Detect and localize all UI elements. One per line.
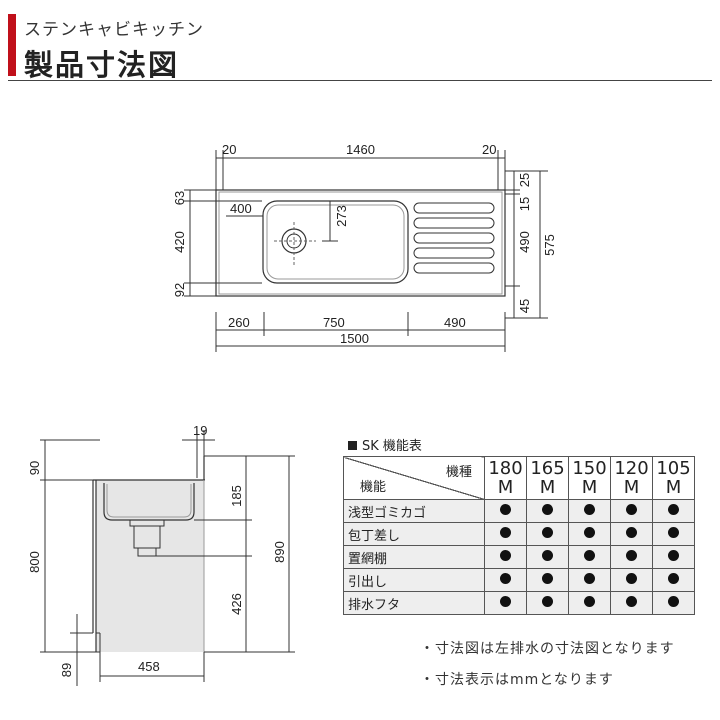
- page-title: 製品寸法図: [24, 48, 180, 82]
- available-dot-icon: [668, 503, 679, 515]
- dim-side-total-height: 890: [272, 541, 287, 563]
- available-dot-icon: [668, 526, 679, 538]
- table-row: 包丁差し: [343, 522, 695, 546]
- available-dot-icon: [626, 572, 637, 584]
- dim-side-left-height: 800: [27, 551, 42, 573]
- product-subtitle: ステンキャビキッチン: [24, 20, 204, 40]
- note-units: ・寸法表示はmmとなります: [420, 672, 614, 688]
- dim-bottom-total: 1500: [340, 331, 369, 346]
- spec-table-caption: SK 機能表: [348, 435, 422, 454]
- available-dot-icon: [500, 503, 511, 515]
- dim-side-left-top: 90: [27, 461, 42, 475]
- available-dot-icon: [626, 595, 637, 607]
- dim-bowl-width: 400: [230, 201, 252, 216]
- available-dot-icon: [584, 549, 595, 561]
- available-dot-icon: [668, 595, 679, 607]
- dim-top-center: 1460: [346, 142, 375, 157]
- dim-top-left: 20: [222, 142, 236, 157]
- available-dot-icon: [542, 572, 553, 584]
- available-dot-icon: [584, 503, 595, 515]
- note-drain-side: ・寸法図は左排水の寸法図となります: [420, 641, 675, 657]
- available-dot-icon: [500, 572, 511, 584]
- available-dot-icon: [542, 595, 553, 607]
- dim-right-total: 575: [542, 234, 557, 256]
- header-feature-label: 機能: [360, 480, 387, 495]
- available-dot-icon: [542, 503, 553, 515]
- available-dot-icon: [626, 503, 637, 515]
- available-dot-icon: [626, 549, 637, 561]
- feature-label: 浅型ゴミカゴ: [343, 499, 485, 523]
- available-dot-icon: [542, 549, 553, 561]
- dim-left-top: 63: [172, 191, 187, 205]
- table-row: 置網棚: [343, 545, 695, 569]
- dim-right-2: 15: [517, 197, 532, 211]
- caption-square-icon: [348, 441, 357, 450]
- dim-bottom-right: 490: [444, 315, 466, 330]
- sink-bowl-outline: [262, 200, 409, 284]
- available-dot-icon: [584, 572, 595, 584]
- plan-view: [184, 150, 548, 352]
- header-divider: [8, 80, 712, 81]
- available-dot-icon: [500, 549, 511, 561]
- available-dot-icon: [668, 572, 679, 584]
- feature-label: 引出し: [343, 568, 485, 592]
- table-row: 引出し: [343, 568, 695, 592]
- feature-label: 排水フタ: [343, 591, 485, 615]
- dim-plinth: 89: [59, 663, 74, 677]
- available-dot-icon: [500, 595, 511, 607]
- dim-bottom-left: 260: [228, 315, 250, 330]
- dim-drain-offset: 273: [334, 205, 349, 227]
- dim-drain-height: 426: [229, 593, 244, 615]
- side-view-labels: 19 90 800 185 426 890 89 458: [27, 423, 287, 677]
- available-dot-icon: [542, 526, 553, 538]
- countertop-inner-edge: [218, 191, 503, 295]
- dim-bowl-depth: 185: [229, 485, 244, 507]
- side-view: [40, 430, 295, 686]
- header-model-label: 機種: [445, 465, 472, 480]
- header-accent-bar: [8, 14, 16, 76]
- table-row: 浅型ゴミカゴ: [343, 499, 695, 523]
- sink-bowl-inner: [266, 204, 405, 280]
- available-dot-icon: [500, 526, 511, 538]
- dim-bottom-center: 750: [323, 315, 345, 330]
- dim-right-1: 25: [517, 173, 532, 187]
- dim-left-middle: 420: [172, 231, 187, 253]
- available-dot-icon: [584, 595, 595, 607]
- feature-label: 包丁差し: [343, 522, 485, 546]
- available-dot-icon: [626, 526, 637, 538]
- drainboard-ribs: [413, 202, 495, 274]
- dim-right-4: 45: [517, 299, 532, 313]
- table-row: 排水フタ: [343, 591, 695, 615]
- available-dot-icon: [584, 526, 595, 538]
- plan-view-labels: 20 1460 20 63 420 92 400 273 25 15 490 4…: [172, 142, 557, 346]
- countertop-outline: [215, 189, 506, 297]
- dim-side-depth: 458: [138, 659, 160, 674]
- dim-top-lip: 19: [193, 423, 207, 438]
- feature-label: 置網棚: [343, 545, 485, 569]
- spec-header-corner: 機種 機能: [343, 456, 485, 500]
- dim-right-3: 490: [517, 231, 532, 253]
- cabinet-body: [96, 480, 204, 652]
- dim-left-bottom: 92: [172, 283, 187, 297]
- dim-top-right: 20: [482, 142, 496, 157]
- available-dot-icon: [668, 549, 679, 561]
